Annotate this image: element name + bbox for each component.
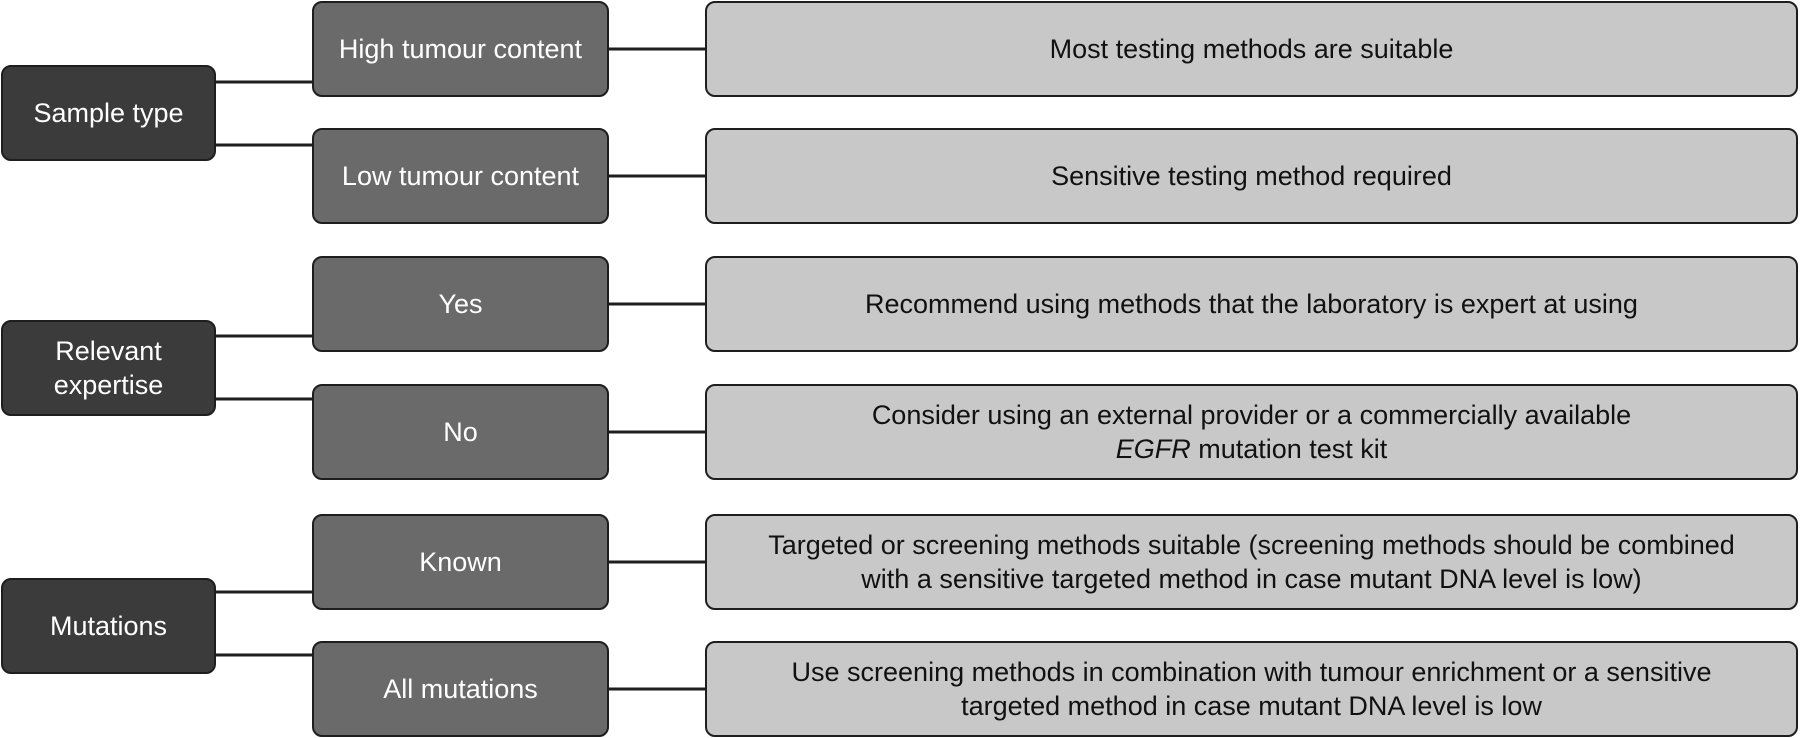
result-no: Consider using an external provider or a… bbox=[705, 384, 1798, 480]
option-all-mutations: All mutations bbox=[312, 641, 609, 737]
gene-name: EGFR bbox=[1115, 434, 1191, 464]
result-text: Targeted or screening methods suitable (… bbox=[768, 530, 1735, 560]
result-low-tumour-content: Sensitive testing method required bbox=[705, 128, 1798, 224]
option-no: No bbox=[312, 384, 609, 480]
option-label: Yes bbox=[438, 289, 483, 319]
option-label: All mutations bbox=[383, 674, 538, 704]
option-label: No bbox=[443, 417, 478, 447]
result-high-tumour-content: Most testing methods are suitable bbox=[705, 1, 1798, 97]
category-relevant-expertise: Relevant expertise bbox=[1, 320, 216, 416]
category-label: Mutations bbox=[49, 611, 168, 641]
category-sample-type: Sample type bbox=[1, 65, 216, 161]
result-text: Use screening methods in combination wit… bbox=[791, 657, 1712, 687]
category-label: Relevant expertise bbox=[53, 336, 164, 400]
category-mutations: Mutations bbox=[1, 578, 216, 674]
option-high-tumour-content: High tumour content bbox=[312, 1, 609, 97]
result-text-tail: mutation test kit bbox=[1190, 434, 1388, 464]
result-text: Sensitive testing method required bbox=[1051, 161, 1452, 191]
option-label: High tumour content bbox=[338, 34, 583, 64]
option-known: Known bbox=[312, 514, 609, 610]
option-yes: Yes bbox=[312, 256, 609, 352]
option-low-tumour-content: Low tumour content bbox=[312, 128, 609, 224]
result-text: Consider using an external provider or a… bbox=[871, 400, 1632, 430]
result-text: Most testing methods are suitable bbox=[1049, 34, 1454, 64]
result-text: targeted method in case mutant DNA level… bbox=[961, 691, 1542, 721]
result-text-line-2: EGFR mutation test kit bbox=[872, 432, 1631, 466]
category-label: Sample type bbox=[33, 98, 184, 128]
result-yes: Recommend using methods that the laborat… bbox=[705, 256, 1798, 352]
result-text: with a sensitive targeted method in case… bbox=[861, 564, 1642, 594]
option-label: Known bbox=[419, 547, 502, 577]
result-text: Recommend using methods that the laborat… bbox=[865, 289, 1638, 319]
option-label: Low tumour content bbox=[341, 161, 580, 191]
result-known: Targeted or screening methods suitable (… bbox=[705, 514, 1798, 610]
result-all-mutations: Use screening methods in combination wit… bbox=[705, 641, 1798, 737]
